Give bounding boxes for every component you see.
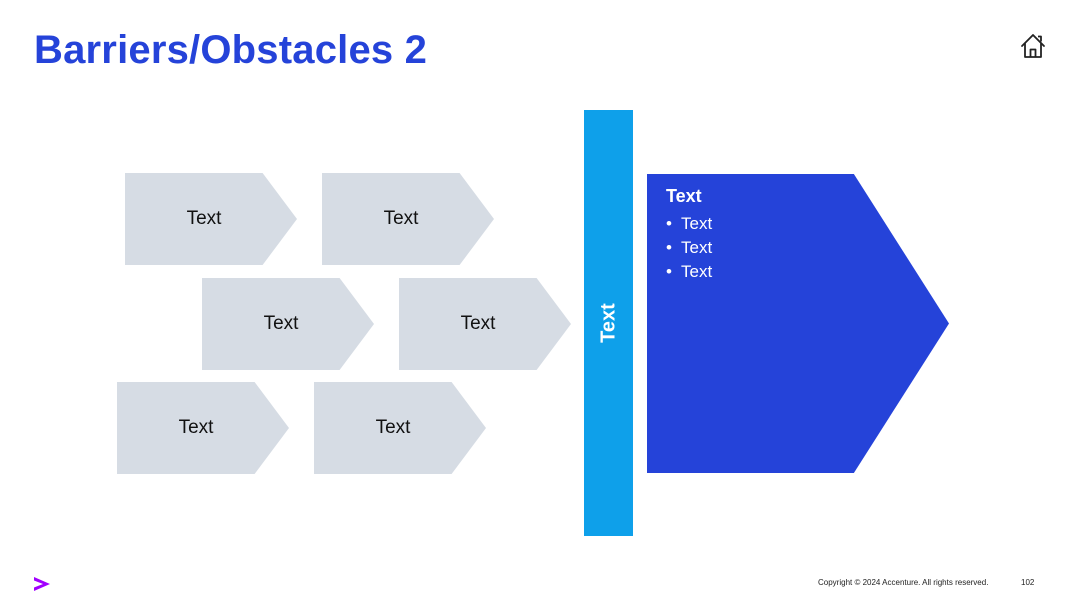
outcome-bullet-text: Text — [681, 214, 713, 233]
barrier-chevron-4: Text — [399, 278, 571, 370]
outcome-bullet-text: Text — [681, 238, 713, 257]
barrier-chevron-1: Text — [125, 173, 297, 265]
barrier-wall-label: Text — [597, 303, 619, 343]
barrier-wall-bar: Text — [584, 110, 633, 536]
barrier-chevron-label: Text — [263, 313, 299, 334]
barrier-chevron-3: Text — [202, 278, 374, 370]
outcome-arrow: Text •Text •Text •Text — [647, 174, 949, 473]
barrier-chevron-label: Text — [383, 208, 419, 229]
barrier-chevron-2: Text — [322, 173, 494, 265]
home-icon[interactable] — [1019, 32, 1047, 60]
copyright-text: Copyright © 2024 Accenture. All rights r… — [818, 578, 989, 587]
page-number: 102 — [1021, 578, 1035, 587]
barrier-chevron-5: Text — [117, 382, 289, 474]
barrier-chevron-label: Text — [460, 313, 496, 334]
outcome-bullet: •Text — [666, 262, 713, 281]
outcome-bullet: •Text — [666, 238, 713, 257]
outcome-bullet-list: •Text •Text •Text — [666, 212, 712, 284]
accenture-chevron-icon — [34, 577, 50, 591]
barrier-chevron-6: Text — [314, 382, 486, 474]
outcome-bullet-text: Text — [681, 262, 713, 281]
outcome-bullet: •Text — [666, 214, 713, 233]
slide-title: Barriers/Obstacles 2 — [34, 28, 428, 72]
outcome-heading: Text — [666, 186, 702, 206]
barrier-chevron-label: Text — [178, 417, 214, 438]
barrier-chevron-label: Text — [375, 417, 411, 438]
barrier-chevron-label: Text — [186, 208, 222, 229]
